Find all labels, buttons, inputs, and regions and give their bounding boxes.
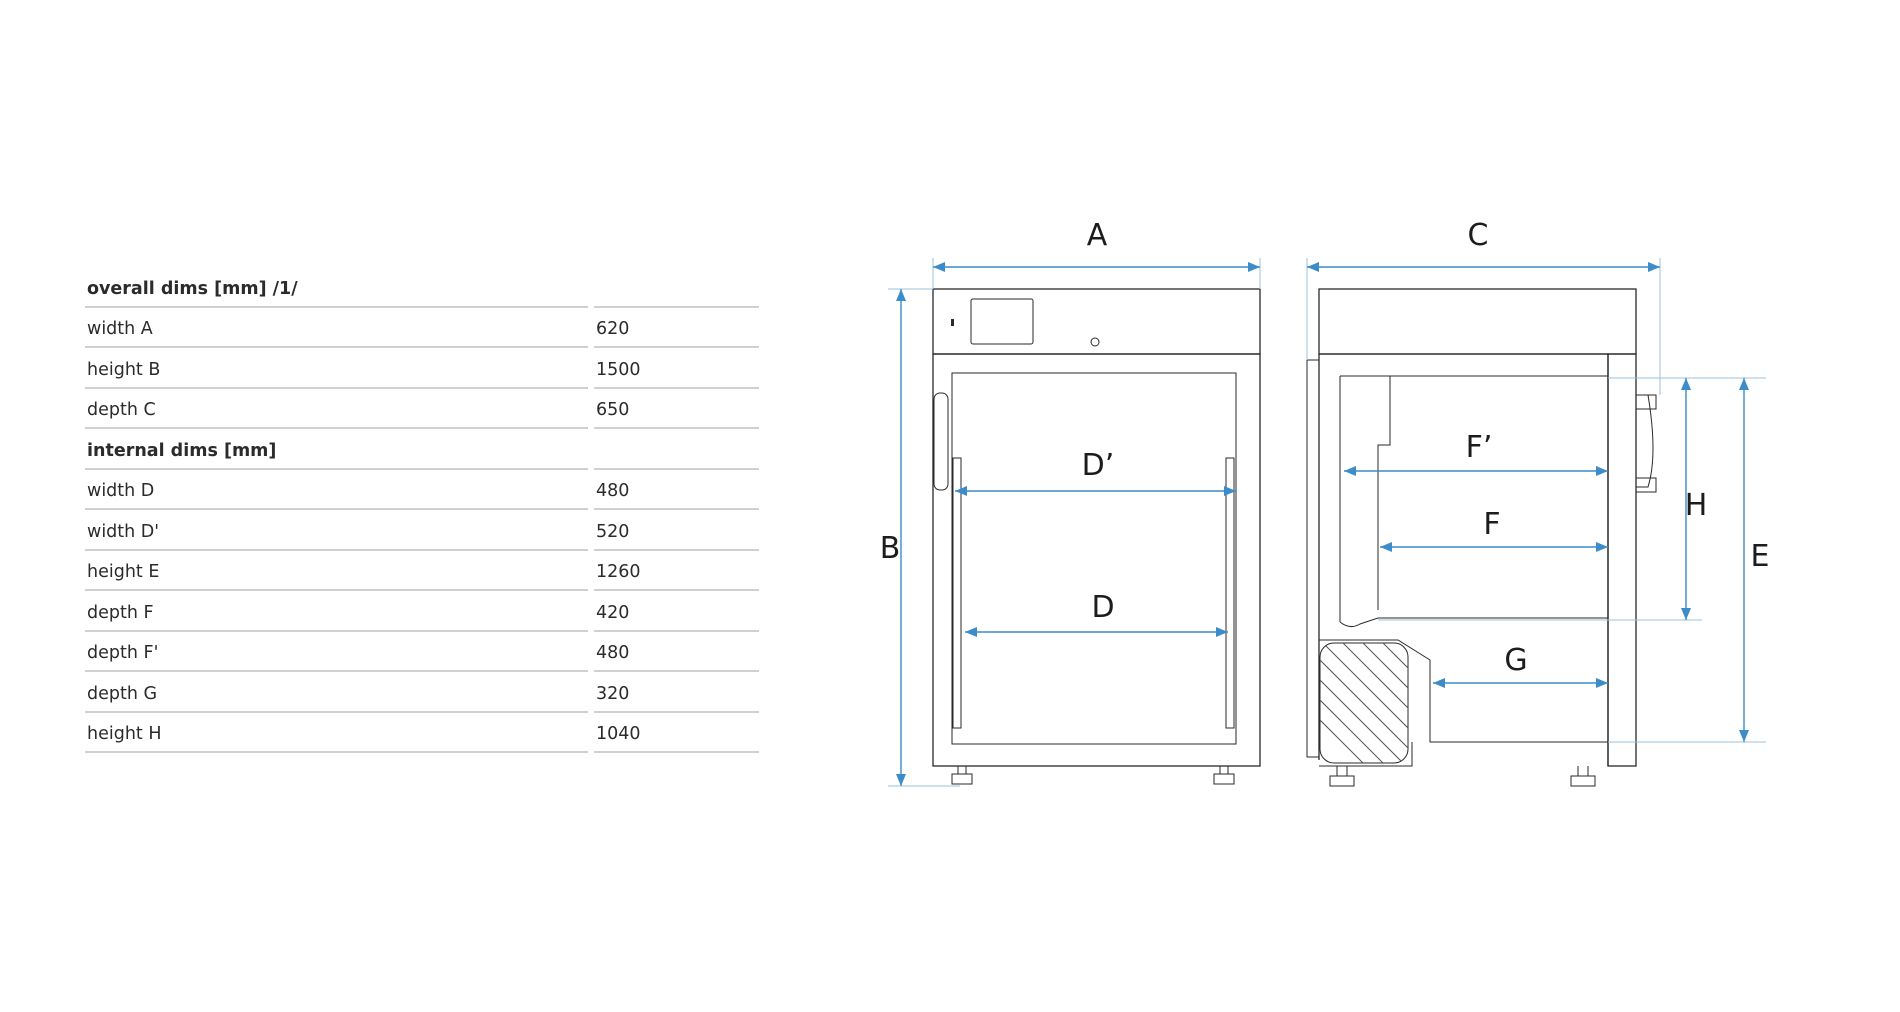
row-value: 1500 <box>594 348 759 389</box>
label-c: C <box>1468 218 1489 253</box>
row-value <box>594 429 759 470</box>
label-f: F <box>1483 507 1500 542</box>
table-section-heading: overall dims [mm] /1/ <box>85 267 759 308</box>
row-label: height E <box>85 551 588 591</box>
row-value: 320 <box>594 672 759 713</box>
row-label: width D' <box>85 510 588 551</box>
row-value: 650 <box>594 389 759 429</box>
row-value: 1040 <box>594 713 759 753</box>
table-section-heading: internal dims [mm] <box>85 429 759 470</box>
row-label: width A <box>85 308 588 348</box>
row-label: depth C <box>85 389 588 429</box>
label-h: H <box>1685 488 1708 523</box>
row-value: 620 <box>594 308 759 348</box>
row-label: internal dims [mm] <box>85 429 588 470</box>
door-handle <box>933 392 949 491</box>
indicator-mark <box>951 319 954 326</box>
row-label: width D <box>85 470 588 510</box>
row-label: height H <box>85 713 588 753</box>
row-label: depth F <box>85 591 588 632</box>
table-row: width D'520 <box>85 510 759 551</box>
row-label: depth F' <box>85 632 588 672</box>
label-e: E <box>1751 539 1770 574</box>
label-g: G <box>1504 643 1527 678</box>
front-view <box>932 288 1261 785</box>
key-lock-icon <box>1090 337 1100 347</box>
row-value: 520 <box>594 510 759 551</box>
label-b: B <box>880 531 901 566</box>
label-d: D <box>1091 590 1114 625</box>
row-label: height B <box>85 348 588 389</box>
label-a: A <box>1087 218 1108 253</box>
table-row: depth F'480 <box>85 632 759 672</box>
row-value: 1260 <box>594 551 759 591</box>
row-label: depth G <box>85 672 588 713</box>
dimension-lines <box>888 258 1766 787</box>
row-value <box>594 267 759 308</box>
label-d-prime: D’ <box>1082 448 1115 483</box>
row-value: 480 <box>594 632 759 672</box>
side-view <box>1306 288 1657 787</box>
label-f-prime: F’ <box>1466 430 1493 465</box>
row-label: overall dims [mm] /1/ <box>85 267 588 308</box>
row-value: 420 <box>594 591 759 632</box>
row-value: 480 <box>594 470 759 510</box>
compressor-hatch <box>1320 643 1408 763</box>
